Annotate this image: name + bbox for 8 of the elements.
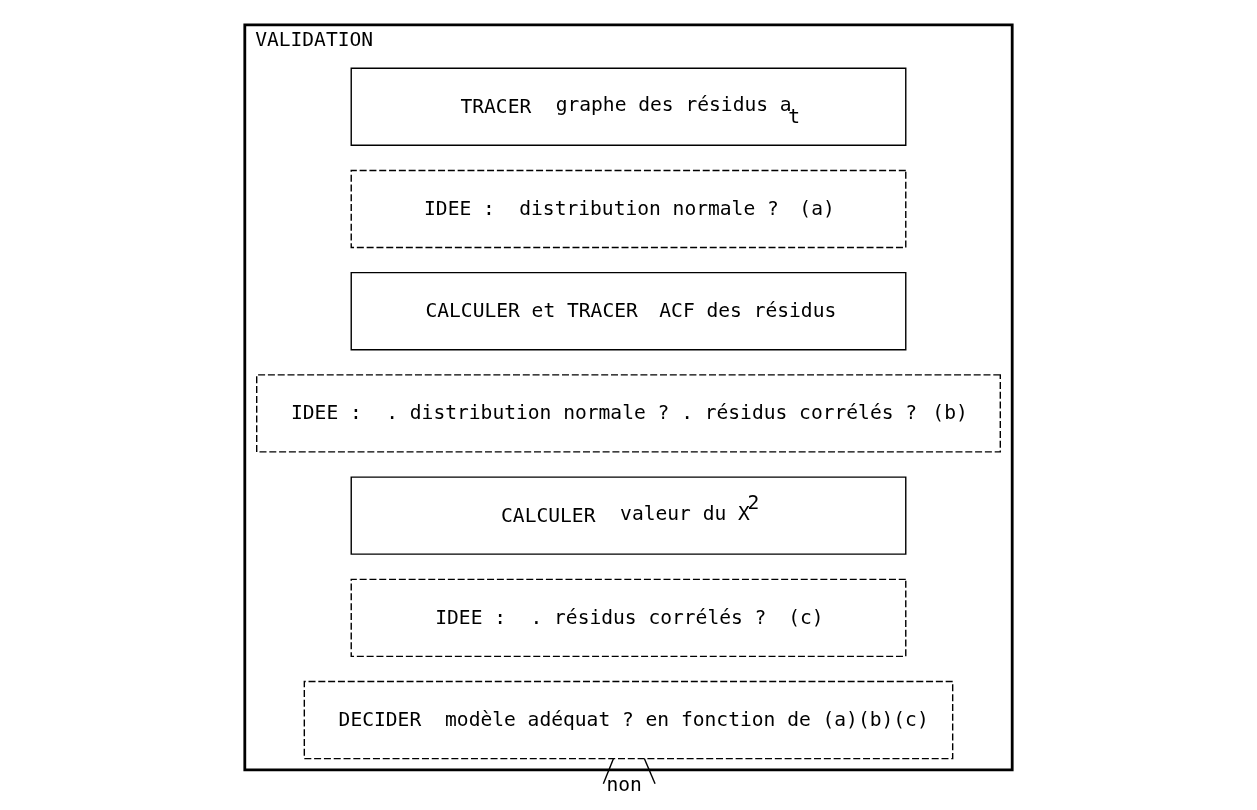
connector xyxy=(643,758,656,785)
connector xyxy=(602,758,615,785)
edge-label: non xyxy=(606,773,642,797)
node-box: CALCULER et TRACER ACF des résidus xyxy=(350,271,907,351)
node-box: DECIDER modèle adéquat ? en fonction de (a)(b)(c) xyxy=(303,680,954,760)
node-box: IDEE : distribution normale ? (a) xyxy=(350,169,907,249)
node-box: IDEE : . distribution normale ? . résidus corrélés ? (b) xyxy=(256,374,1001,453)
node-box: IDEE : . résidus corrélés ? (c) xyxy=(350,578,907,658)
